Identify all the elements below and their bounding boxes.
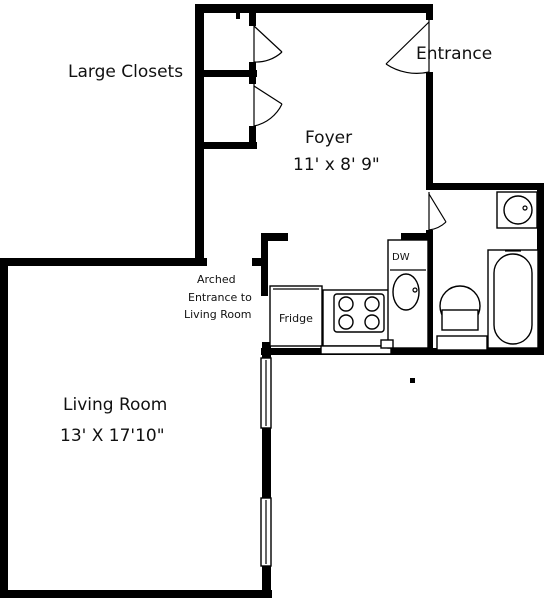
bath-top-wall xyxy=(426,183,543,190)
entrance-door xyxy=(385,20,430,74)
kitchen-sink xyxy=(392,273,420,311)
closet-front-wall-2 xyxy=(249,62,256,84)
windows xyxy=(260,357,272,567)
foyer-right-wall xyxy=(426,72,433,190)
foyer-size-label: 11' x 8' 9" xyxy=(293,155,380,175)
wall-tick xyxy=(236,12,240,19)
labels: Large Closets Entrance Foyer 11' x 8' 9"… xyxy=(60,44,492,446)
arch-wall-stub xyxy=(252,258,261,266)
bath-sink xyxy=(503,195,533,225)
bathroom-door xyxy=(428,192,447,231)
stove-base xyxy=(320,345,392,355)
burner xyxy=(364,296,380,312)
arched-label-line3: Living Room xyxy=(184,308,252,321)
kitchen-left-wall-top xyxy=(261,233,268,296)
burner xyxy=(338,314,354,330)
burner xyxy=(338,296,354,312)
dw-label: DW xyxy=(392,252,410,263)
toilet-tank xyxy=(436,335,488,351)
bath-left-wall xyxy=(426,230,433,355)
arched-label-line2: Entrance to xyxy=(188,291,252,304)
bathtub-basin xyxy=(493,253,533,345)
toilet-seat xyxy=(441,309,479,331)
closet-divider xyxy=(195,70,257,77)
living-room-label: Living Room xyxy=(63,395,167,415)
bath-bottom-wall xyxy=(426,348,544,355)
living-top-wall xyxy=(2,258,207,266)
kitchen-stub-wall xyxy=(261,233,288,241)
arched-label-line1: Arched xyxy=(197,273,236,286)
closet-front-wall-3 xyxy=(249,126,256,146)
burner xyxy=(364,314,380,330)
living-right-wall-a xyxy=(262,342,271,358)
counter-end xyxy=(380,339,394,349)
living-bottom-wall xyxy=(0,590,272,598)
bathroom-fixtures xyxy=(436,191,539,351)
foyer-right-wall-top xyxy=(426,4,433,20)
closet-bottom-wall xyxy=(195,142,257,149)
living-room-size-label: 13' X 17'10" xyxy=(60,426,165,446)
foyer-label: Foyer xyxy=(305,128,352,148)
fridge xyxy=(269,285,323,347)
living-left-wall xyxy=(0,258,8,598)
fridge-label: Fridge xyxy=(279,312,313,325)
living-right-wall-b xyxy=(262,428,271,498)
closet-door-1 xyxy=(253,25,283,63)
entrance-label: Entrance xyxy=(416,44,492,64)
top-wall xyxy=(195,4,433,13)
closet-door-2 xyxy=(253,84,283,127)
closet-front-wall-1 xyxy=(249,10,256,26)
doors xyxy=(253,20,447,231)
kitchen-top-right-wall xyxy=(401,233,433,240)
bath-right-wall xyxy=(537,183,544,355)
wall-tick xyxy=(410,378,415,383)
kitchen-fixtures xyxy=(269,239,429,355)
living-right-wall-c xyxy=(262,566,271,596)
large-closets-label: Large Closets xyxy=(68,62,183,82)
closet-left-wall xyxy=(195,4,204,266)
